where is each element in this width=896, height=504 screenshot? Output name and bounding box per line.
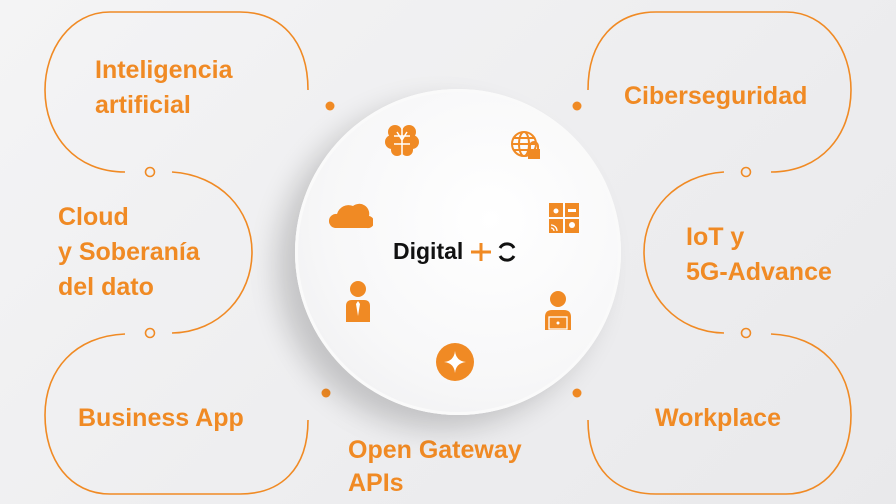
node-ring bbox=[144, 327, 156, 339]
label-business: Business App bbox=[78, 404, 244, 432]
sparkle-star-icon bbox=[436, 343, 474, 381]
node-ring bbox=[144, 166, 156, 178]
loop-ai bbox=[44, 11, 309, 173]
loop-workplace bbox=[587, 333, 852, 495]
node-dot bbox=[321, 388, 331, 398]
businessman-icon bbox=[346, 281, 370, 322]
globe-lock-icon bbox=[511, 131, 540, 159]
loop-cyber bbox=[587, 11, 852, 173]
person-laptop-icon bbox=[545, 291, 571, 330]
loop-business bbox=[44, 333, 309, 495]
node-ring bbox=[740, 166, 752, 178]
label-cyber: Ciberseguridad bbox=[624, 82, 808, 110]
brand-title: Digital bbox=[393, 238, 464, 264]
cloud-icon bbox=[329, 203, 373, 229]
node-dot bbox=[572, 101, 582, 111]
loop-iot bbox=[643, 171, 725, 334]
brain-icon bbox=[385, 125, 419, 156]
node-dot bbox=[325, 101, 335, 111]
node-dot bbox=[572, 388, 582, 398]
node-ring bbox=[740, 327, 752, 339]
plus-circle-logo-icon bbox=[471, 241, 516, 262]
brand-logo: Digital bbox=[393, 238, 517, 265]
loop-cloud bbox=[171, 171, 253, 334]
smart-home-grid-icon bbox=[549, 203, 579, 233]
label-workplace: Workplace bbox=[655, 404, 781, 432]
